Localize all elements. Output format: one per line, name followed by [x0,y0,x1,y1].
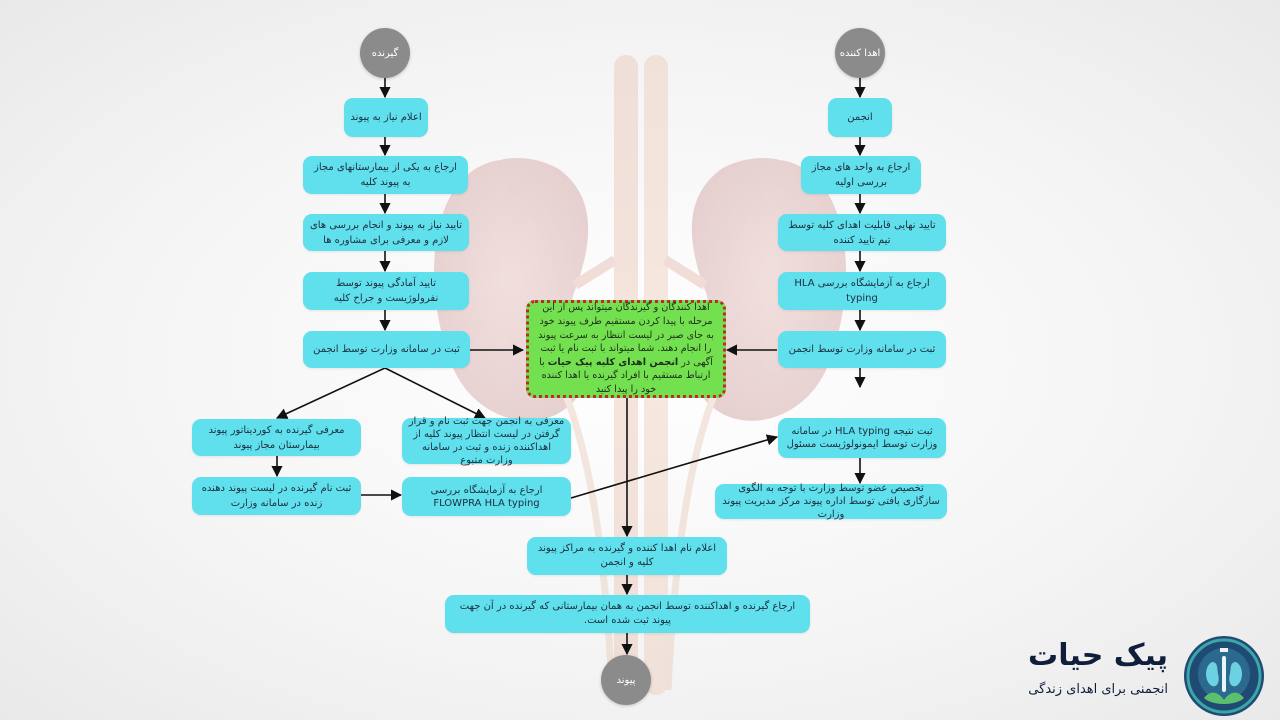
left-branch-waiting-list: معرفی به انجمن جهت ثبت نام و قرار گرفتن … [402,416,571,466]
note-text-part1: اهدا کنندگان و گیرندگان میتواند پس از ای… [538,302,714,368]
left-branch-living-donor-list: ثبت نام گیرنده در لیست پیوند دهنده زنده … [192,477,361,515]
left-step-ministry-registration: ثبت در سامانه وزارت توسط انجمن [303,331,470,368]
left-step-need-confirmation: تایید نیاز به پیوند و انجام بررسی های لا… [303,214,469,251]
transplant-end-circle: پیوند [601,655,651,705]
peyk-hayat-logo: پیک حیات انجمنی برای اهدای زندگی [1012,634,1268,718]
donor-start-circle: اهدا کننده [835,28,885,78]
logo-title: پیک حیات [1028,638,1168,673]
logo-emblem-icon [1184,636,1264,716]
logo-subtitle: انجمنی برای اهدای زندگی [1028,682,1168,697]
right-step-ministry-registration: ثبت در سامانه وزارت توسط انجمن [778,331,946,368]
note-text-association-name: انجمن اهدای کلیه پیک حیات [547,356,679,368]
recipient-start-circle: گیرنده [360,28,410,78]
left-step-hospital-referral: ارجاع به یکی از بیمارستانهای مجاز به پیو… [303,156,468,194]
center-step-announce-to-centers: اعلام نام اهدا کننده و گیرنده به مراکز پ… [527,537,727,575]
left-step-readiness-confirmation: تایید آمادگی پیوند توسط نفرولوژیست و جرا… [303,272,469,310]
right-step-initial-review: ارجاع به واحد های مجاز بررسی اولیه [801,156,921,194]
center-step-hospital-referral: ارجاع گیرنده و اهداکننده توسط انجمن به ه… [445,595,810,633]
right-step-hla-lab: ارجاع به آزمایشگاه بررسی HLA typing [778,272,946,310]
right-step-hla-result: ثبت نتیجه HLA typing در سامانه وزارت توس… [778,418,946,458]
note-text-part2: با ارتباط مستقیم با افراد گیرنده یا اهدا… [539,356,711,395]
left-branch-flowpra-lab: ارجاع به آزمایشگاه بررسی FLOWPRA HLA typ… [402,477,571,516]
left-branch-coordinator-intro: معرفی گیرنده به کوردیناتور پیوند بیمارست… [192,419,361,456]
left-step-need-announcement: اعلام نیاز به پیوند [344,98,428,137]
right-step-organ-allocation: تخصیص عضو توسط وزارت با توجه به الگوی سا… [715,483,947,520]
right-step-final-approval: تایید نهایی قابلیت اهدای کلیه توسط تیم ت… [778,214,946,251]
right-step-association: انجمن [828,98,892,137]
direct-matching-note: اهدا کنندگان و گیرندگان میتواند پس از ای… [526,300,726,398]
